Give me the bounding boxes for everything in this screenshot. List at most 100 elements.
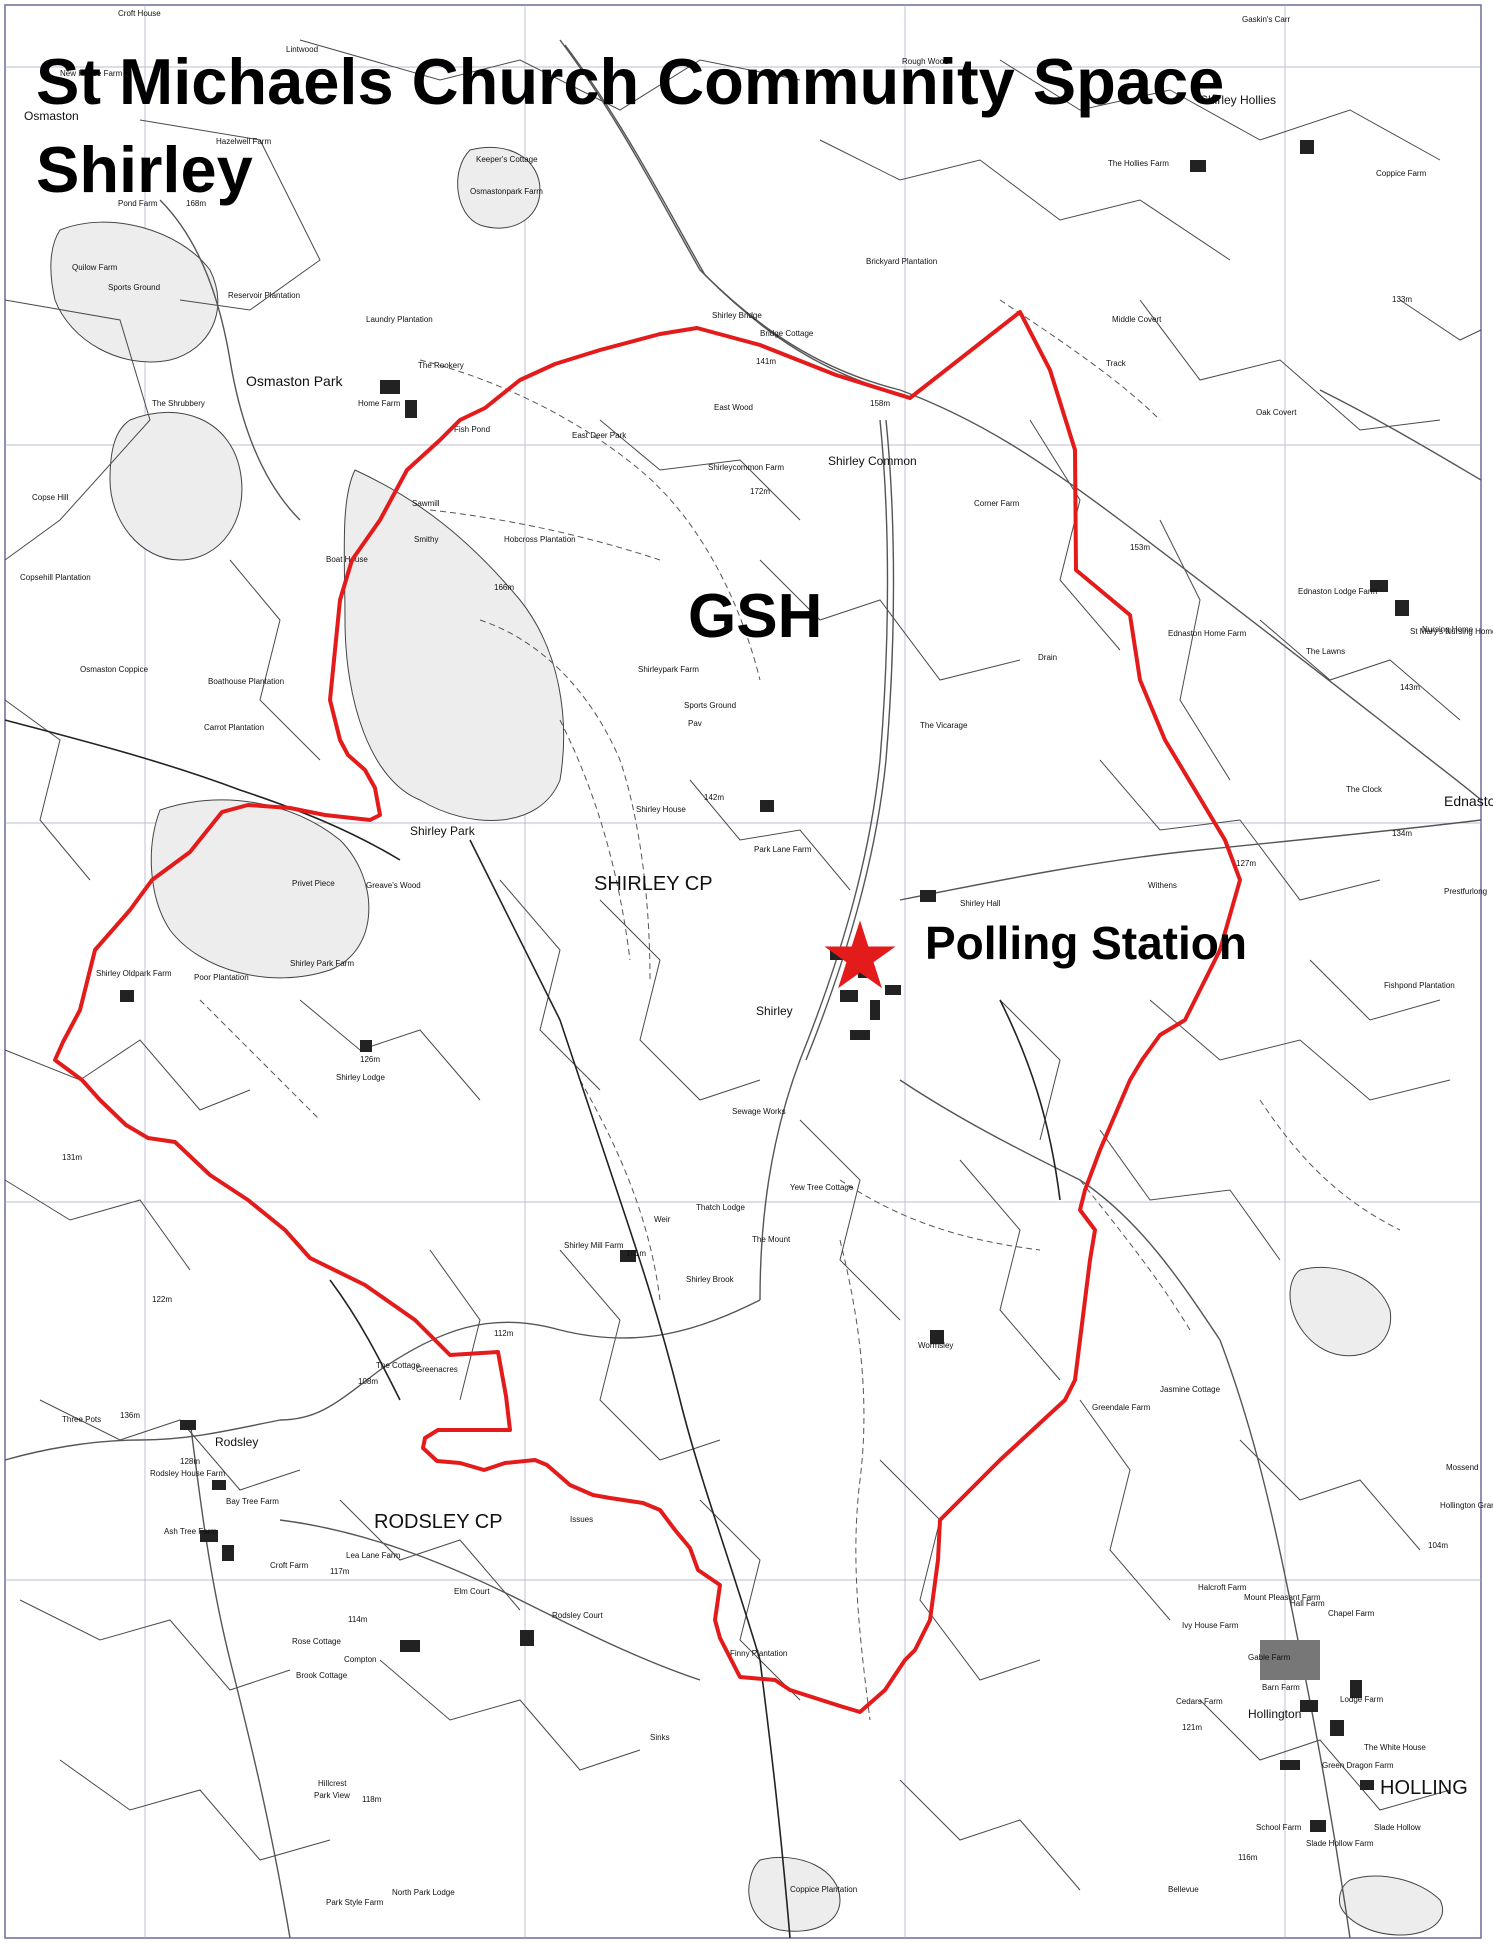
place-label: Ivy House Farm <box>1182 1621 1239 1630</box>
buildings <box>120 140 1409 1832</box>
place-label: Sawmill <box>412 499 440 508</box>
place-label: Cedars Farm <box>1176 1697 1223 1706</box>
place-label: Boat House <box>326 555 368 564</box>
spot-height: 112m <box>494 1329 514 1338</box>
place-label: Jasmine Cottage <box>1160 1385 1221 1394</box>
spot-height: 126m <box>360 1055 380 1064</box>
spot-height: 141m <box>756 357 776 366</box>
parish-label-hollington: HOLLING <box>1380 1777 1468 1799</box>
star-icon[interactable] <box>824 920 896 989</box>
place-label: The Mount <box>752 1235 791 1244</box>
place-label: Shirley Park Farm <box>290 959 354 968</box>
place-label: Wormsley <box>918 1341 953 1350</box>
place-label: Halcroft Farm <box>1198 1583 1247 1592</box>
spot-height: 108m <box>358 1377 378 1386</box>
place-label: Shirleypark Farm <box>638 665 699 674</box>
spot-height: 166m <box>494 583 514 592</box>
place-label: Coppice Plantation <box>790 1885 857 1894</box>
place-label: Issues <box>570 1515 593 1524</box>
place-label: Finny Plantation <box>730 1649 787 1658</box>
place-label: Three Pots <box>62 1415 101 1424</box>
place-label: Middle Covert <box>1112 315 1162 324</box>
spot-height: 128m <box>180 1457 200 1466</box>
spot-height: 133m <box>1392 295 1412 304</box>
place-label: Bellevue <box>1168 1885 1199 1894</box>
roads <box>4 39 1482 1939</box>
place-label: Yew Tree Cottage <box>790 1183 854 1192</box>
place-label: Slade Hollow Farm <box>1306 1839 1374 1848</box>
place-label: Sports Ground <box>108 283 160 292</box>
spot-height: 153m <box>1130 543 1150 552</box>
parish-labels: SHIRLEY CP RODSLEY CP HOLLING <box>374 873 1468 1799</box>
place-label: Green Dragon Farm <box>1322 1761 1394 1770</box>
polling-station-label: Polling Station <box>925 917 1247 969</box>
place-label: Smithy <box>414 535 438 544</box>
area-code-label: GSH <box>688 582 823 651</box>
place-label: Pav <box>688 719 702 728</box>
place-label: Barn Farm <box>1262 1683 1300 1692</box>
place-label: Osmaston <box>24 109 79 123</box>
place-label: Hillcrest <box>318 1779 347 1788</box>
place-label: The White House <box>1364 1743 1426 1752</box>
place-label: Corner Farm <box>974 499 1020 508</box>
place-label: Shirley Oldpark Farm <box>96 969 172 978</box>
place-label: Copse Hill <box>32 493 69 502</box>
place-label: East Wood <box>714 403 753 412</box>
place-label: Home Farm <box>358 399 401 408</box>
spot-height: 117m <box>330 1567 350 1576</box>
place-label: Shirley Lodge <box>336 1073 385 1082</box>
spot-height: 168m <box>186 199 206 208</box>
place-label: Reservoir Plantation <box>228 291 300 300</box>
place-label: Laundry Plantation <box>366 315 433 324</box>
place-label: Copsehill Plantation <box>20 573 91 582</box>
place-label: Shirley House <box>636 805 686 814</box>
place-label: Sewage Works <box>732 1107 786 1116</box>
place-label: Track <box>1106 359 1127 368</box>
place-label: Withens <box>1148 881 1177 890</box>
place-label: Mossend <box>1446 1463 1478 1472</box>
place-label: Shirley Mill Farm <box>564 1241 624 1250</box>
place-label: The Clock <box>1346 785 1383 794</box>
place-label: Lea Lane Farm <box>346 1551 401 1560</box>
place-label: Drain <box>1038 653 1057 662</box>
map-subtitle: Shirley <box>36 133 253 206</box>
place-label: Bridge Cottage <box>760 329 814 338</box>
spot-height: 136m <box>120 1411 140 1420</box>
place-label: Gable Farm <box>1248 1653 1291 1662</box>
place-label: Keeper's Cottage <box>476 155 538 164</box>
place-label: Gaskin's Carr <box>1242 15 1291 24</box>
place-label: Shirley Bridge <box>712 311 762 320</box>
place-label: North Park Lodge <box>392 1888 455 1897</box>
tracks <box>199 299 1401 1721</box>
place-label: The Shrubbery <box>152 399 205 408</box>
place-label: Privet Piece <box>292 879 335 888</box>
place-label: Greave's Wood <box>366 881 421 890</box>
place-label: Chapel Farm <box>1328 1609 1375 1618</box>
place-label: Hobcross Plantation <box>504 535 576 544</box>
place-label: Osmastonpark Farm <box>470 187 543 196</box>
place-label: Quilow Farm <box>72 263 118 272</box>
spot-height: 122m <box>152 1295 172 1304</box>
place-label: The Cottage <box>376 1361 421 1370</box>
place-label: Brook Cottage <box>296 1671 348 1680</box>
place-label: Thatch Lodge <box>696 1203 745 1212</box>
place-label: Poor Plantation <box>194 973 249 982</box>
place-label: Weir <box>654 1215 671 1224</box>
place-names: Osmaston Osmaston Park Shirley Park Shir… <box>20 9 1493 1907</box>
spot-height: 172m <box>750 487 770 496</box>
streams <box>4 719 1061 1939</box>
place-label: Croft House <box>118 9 161 18</box>
spot-height: 158m <box>870 399 890 408</box>
place-label: The Hollies Farm <box>1108 159 1169 168</box>
place-label: Osmaston Coppice <box>80 665 149 674</box>
place-label: Carrot Plantation <box>204 723 264 732</box>
field-boundaries <box>4 39 1482 1891</box>
spot-height: 142m <box>704 793 724 802</box>
place-label: The Rookery <box>418 361 464 370</box>
spot-height: 114m <box>348 1615 368 1624</box>
place-label: Compton <box>344 1655 376 1664</box>
place-label: Greendale Farm <box>1092 1403 1151 1412</box>
place-label: Slade Hollow <box>1374 1823 1421 1832</box>
spot-height: 131m <box>62 1153 82 1162</box>
place-label: Hazelwell Farm <box>216 137 271 146</box>
